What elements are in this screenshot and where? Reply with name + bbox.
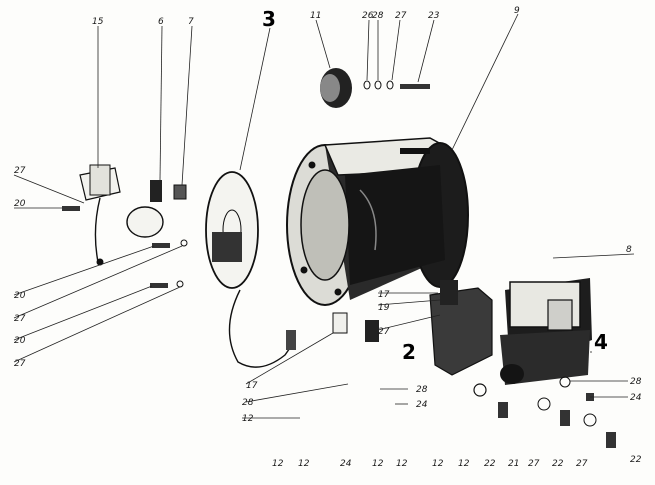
brush-holder-assembly [500, 278, 592, 385]
screw-22-c [606, 432, 616, 448]
label-28-b: 28 [242, 398, 254, 408]
screw-20-c [150, 283, 168, 288]
label-12-d: 12 [372, 459, 384, 469]
brush-17-a [332, 312, 348, 334]
label-20-b: 20 [14, 291, 26, 301]
label-8: 8 [626, 245, 632, 255]
label-22-a: 22 [484, 459, 496, 469]
label-27-b: 27 [14, 166, 26, 176]
label-21: 21 [508, 459, 519, 469]
label-28-a: 28 [372, 11, 384, 21]
label-22-b: 22 [552, 459, 564, 469]
label-12-a: 12 [242, 414, 254, 424]
label-3: 3 [262, 7, 276, 31]
label-2: 2 [402, 340, 416, 364]
washer-22-a [473, 383, 487, 397]
screw-21 [498, 402, 508, 418]
label-12-b: 12 [272, 459, 284, 469]
label-28-c: 28 [416, 385, 428, 395]
label-4: 4 [594, 330, 608, 354]
label-15: 15 [92, 17, 104, 27]
washer-27-g [583, 413, 597, 427]
leader-lines [13, 13, 635, 419]
bracket-part-2 [429, 280, 493, 376]
label-24-b: 24 [630, 393, 642, 403]
label-17-b: 17 [246, 381, 258, 391]
label-9: 9 [514, 6, 520, 16]
washer-28 [374, 80, 382, 90]
label-24-a: 24 [416, 400, 428, 410]
part-labels: 15 6 7 3 11 26 28 27 23 9 27 20 20 27 20… [14, 6, 642, 469]
label-22-c: 22 [630, 455, 642, 465]
washer-27-f [537, 397, 551, 411]
label-12-c: 12 [298, 459, 310, 469]
screw-20-a [62, 206, 80, 211]
label-20-a: 20 [14, 199, 26, 209]
brush-17-b [365, 320, 379, 342]
end-plate [205, 171, 296, 368]
washer-26 [363, 80, 371, 90]
label-27-a: 27 [395, 11, 407, 21]
label-12-e: 12 [396, 459, 408, 469]
generator-housing [286, 137, 469, 306]
label-11: 11 [310, 11, 321, 21]
label-27-d: 27 [14, 359, 26, 369]
insulating-pad [173, 184, 187, 200]
clamp-tab [150, 180, 162, 202]
clamp-ring [126, 206, 164, 238]
label-12-g: 12 [458, 459, 470, 469]
label-7: 7 [188, 17, 194, 27]
washer-27-b [180, 239, 188, 247]
label-23: 23 [428, 11, 440, 21]
screw-23 [400, 84, 430, 89]
label-27-f: 27 [528, 459, 540, 469]
label-20-c: 20 [14, 336, 26, 346]
label-6: 6 [158, 17, 164, 27]
label-19: 19 [378, 303, 390, 313]
condenser [79, 164, 121, 266]
label-27-e: 27 [378, 327, 390, 337]
screw-22-b [560, 410, 570, 426]
label-17-a: 17 [378, 290, 390, 300]
label-27-g: 27 [576, 459, 588, 469]
label-26: 26 [362, 11, 374, 21]
washer-27 [386, 80, 394, 90]
screw-20-b [152, 243, 170, 248]
label-28-d: 28 [630, 377, 642, 387]
label-27-c: 27 [14, 314, 26, 324]
washer-28-d [559, 376, 571, 388]
field-coil-part-11 [320, 68, 352, 108]
label-24-c: 24 [340, 459, 352, 469]
washer-27-c [176, 280, 184, 288]
label-12-f: 12 [432, 459, 444, 469]
